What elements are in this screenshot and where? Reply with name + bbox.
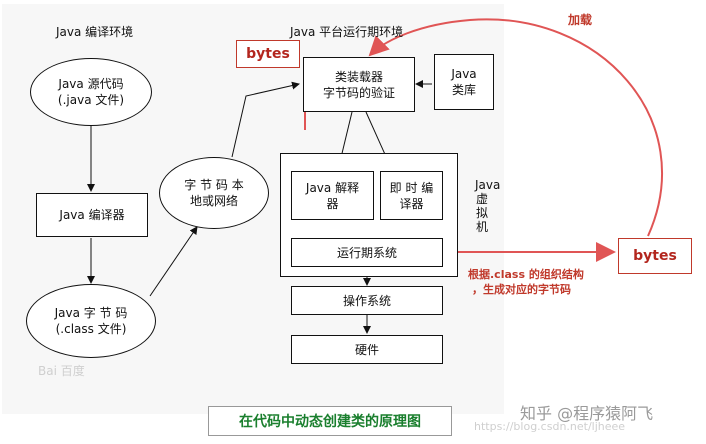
zhihu-watermark: 知乎 @程序猿阿飞 [520,404,654,423]
bytes-label-top: bytes [236,40,300,68]
caption: 在代码中动态创建类的原理图 [208,406,452,436]
node-compiler: Java 编译器 [36,193,148,237]
bytes-label-right: bytes [618,238,692,274]
blog-watermark: https://blog.csdn.net/ljheee [474,420,626,433]
node-runtime-system: 运行期系统 [291,238,443,267]
heading-runtime-env: Java 平台运行期环境 [290,25,404,39]
note-line-1: 根据.class 的组织结构 [468,268,584,281]
jvm-label: Java 虚 拟 机 [475,178,501,234]
node-os: 操作系统 [291,286,443,315]
node-interpreter: Java 解释 器 [291,171,374,220]
node-jit: 即 时 编 译器 [380,171,443,220]
arrow-load-curve [368,18,664,237]
node-class-loader: 类装载器 字节码的验证 [303,57,415,112]
load-label: 加载 [568,13,593,27]
heading-compile-env: Java 编译环境 [56,25,134,39]
node-hardware: 硬件 [291,335,443,364]
note-line-2: ，生成对应的字节码 [472,283,571,296]
node-source-code: Java 源代码 (.java 文件) [30,58,152,126]
node-network: 字 节 码 本 地或网络 [159,157,269,229]
arrow-network-to-loader [231,81,300,158]
arrow-bytecode-to-network [149,226,198,297]
node-bytecode: Java 字 节 码 (.class 文件) [26,284,156,358]
baidu-watermark: Bai 百度 [38,364,85,378]
node-class-library: Java 类库 [434,54,494,110]
